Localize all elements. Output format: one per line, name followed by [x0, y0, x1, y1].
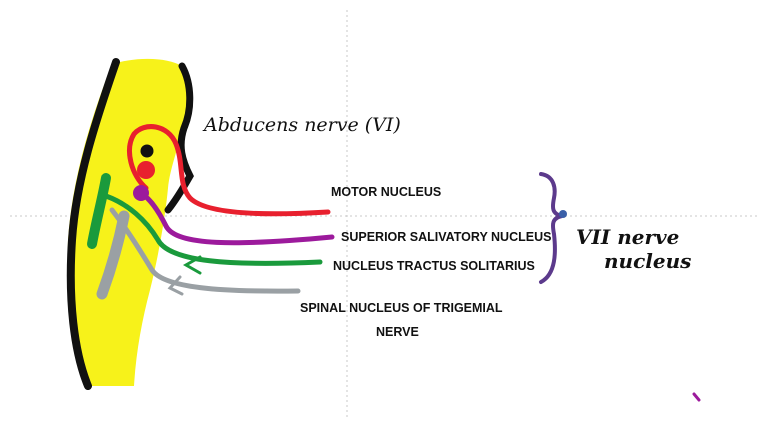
brace-tip-dot	[559, 210, 567, 218]
salivatory-nucleus-fiber	[138, 190, 335, 246]
group-brace	[539, 172, 563, 284]
brainstem-outline-left	[66, 58, 120, 390]
trigeminal-nucleus-label-line1: SPINAL NUCLEUS OF TRIGEMIAL	[300, 301, 503, 315]
motor-nucleus-dot	[137, 161, 155, 179]
solitarius-nucleus-group	[87, 173, 323, 275]
trigeminal-nucleus-group	[96, 207, 301, 300]
salivatory-nucleus-dot	[133, 185, 149, 201]
motor-nucleus-group	[127, 124, 331, 217]
stray-mark	[692, 392, 701, 402]
brainstem-outline-right	[164, 62, 194, 214]
solitarius-nucleus-fiber	[103, 193, 323, 266]
group-label-line1: VII nerve	[576, 225, 679, 249]
motor-nucleus-label: MOTOR NUCLEUS	[331, 185, 441, 199]
solitarius-nucleus-bar	[87, 173, 111, 249]
solitarius-arrowhead	[182, 255, 202, 275]
abducens-nucleus-dot	[140, 144, 154, 158]
motor-nucleus-fiber	[127, 124, 331, 217]
trigeminal-arrowhead	[167, 275, 184, 296]
salivatory-nucleus-group	[133, 185, 335, 246]
trigeminal-nucleus-label-line2: NERVE	[376, 325, 419, 339]
solitarius-nucleus-label: NUCLEUS TRACTUS SOLITARIUS	[333, 259, 535, 273]
abducens-nerve-label: Abducens nerve (VI)	[202, 114, 401, 136]
salivatory-nucleus-label: SUPERIOR SALIVATORY NUCLEUS	[341, 230, 551, 244]
trigeminal-nucleus-fiber	[109, 207, 301, 294]
group-label-line2: nucleus	[604, 249, 691, 273]
